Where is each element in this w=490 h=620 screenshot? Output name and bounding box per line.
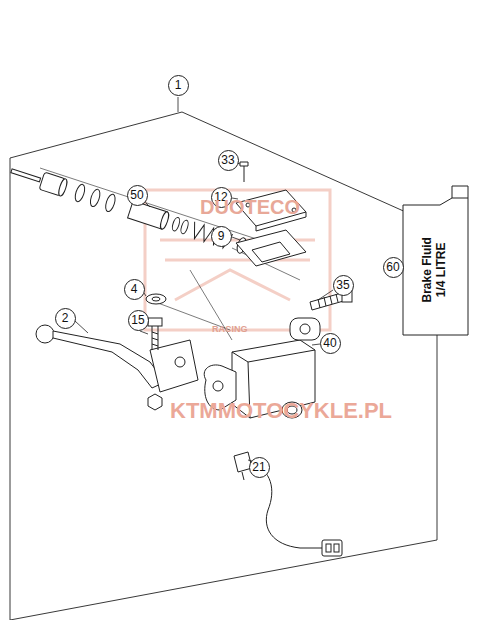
pivot-bolt	[148, 318, 162, 410]
callout-number: 1	[168, 75, 189, 96]
brake-switch	[234, 452, 342, 556]
callout-text: 21	[252, 461, 265, 473]
watermark-text: KTMMOTOCYKLE.PL	[170, 398, 392, 423]
callout-number: 2	[55, 308, 76, 329]
watermark-text: DUOTECO	[200, 196, 300, 218]
bottle-text: Brake Fluid	[421, 237, 435, 302]
watermark-holder: RACING	[212, 318, 248, 336]
callout-text: 1	[175, 79, 182, 91]
callout-text: 40	[323, 337, 336, 349]
assembly-sheet	[10, 112, 437, 620]
callout-text: 15	[131, 314, 144, 326]
callout-number: 15	[128, 310, 149, 331]
watermark-holder: DUOTECO	[200, 196, 300, 219]
callout-number: 21	[249, 457, 270, 478]
callout-number: 35	[333, 275, 354, 296]
callout-number: 50	[127, 185, 148, 206]
bottle-text: 1/4 LITRE	[435, 243, 449, 298]
callout-text: 50	[130, 189, 143, 201]
watermark-logo	[145, 190, 330, 330]
callout-number: 60	[383, 257, 404, 278]
callout-number: 9	[211, 226, 232, 247]
callout-number: 40	[320, 333, 341, 354]
bottle-label: Brake Fluid1/4 LITRE	[419, 233, 451, 306]
callout-number: 33	[218, 150, 239, 171]
brake-lever	[36, 325, 198, 392]
membrane	[236, 230, 306, 266]
callout-text: 9	[218, 230, 225, 242]
callout-text: 60	[386, 261, 399, 273]
cover-screw	[240, 162, 248, 182]
brake-fluid-bottle	[403, 186, 468, 335]
callout-text: 4	[131, 283, 138, 295]
callout-text: 2	[62, 312, 69, 324]
callout-text: 33	[221, 154, 234, 166]
washer	[146, 294, 166, 304]
callout-text: 35	[336, 279, 349, 291]
watermark-holder: KTMMOTOCYKLE.PL	[170, 398, 392, 424]
callout-number: 4	[124, 279, 145, 300]
watermark-text: RACING	[212, 324, 248, 334]
